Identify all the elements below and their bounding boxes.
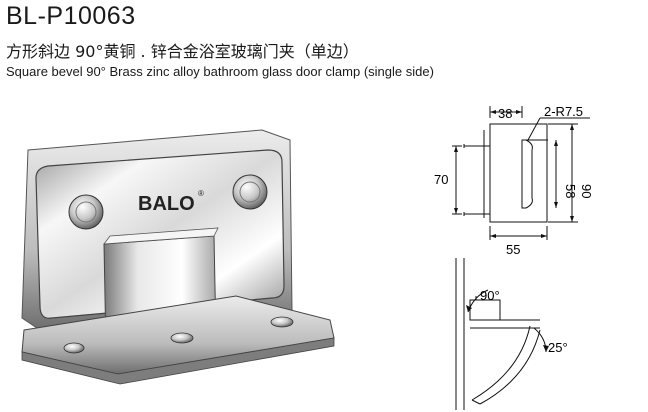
dimension-drawing: 38 2-R7.5 70 58 90 55: [434, 104, 594, 257]
dim-top-width: 38: [498, 106, 512, 121]
product-code: BL-P10063: [6, 2, 136, 30]
brand-logo: BALO: [138, 193, 195, 215]
product-name-chinese: 方形斜边 90°黄铜 . 锌合金浴室玻璃门夹（单边）: [6, 42, 359, 61]
dim-inner-height: 58: [563, 184, 578, 198]
angle-90-label: 90°: [480, 288, 500, 303]
dim-outer-height: 90: [579, 184, 594, 198]
dim-left-height: 70: [434, 172, 448, 187]
dim-bottom-width: 55: [506, 242, 520, 257]
product-photo: BALO ®: [21, 129, 335, 385]
brand-registered-mark: ®: [198, 189, 204, 198]
opening-angle-diagram: 90° 25°: [455, 258, 568, 410]
angle-25-label: 25°: [548, 340, 568, 355]
product-name-english: Square bevel 90° Brass zinc alloy bathro…: [6, 64, 434, 79]
dim-radius: 2-R7.5: [544, 104, 583, 119]
